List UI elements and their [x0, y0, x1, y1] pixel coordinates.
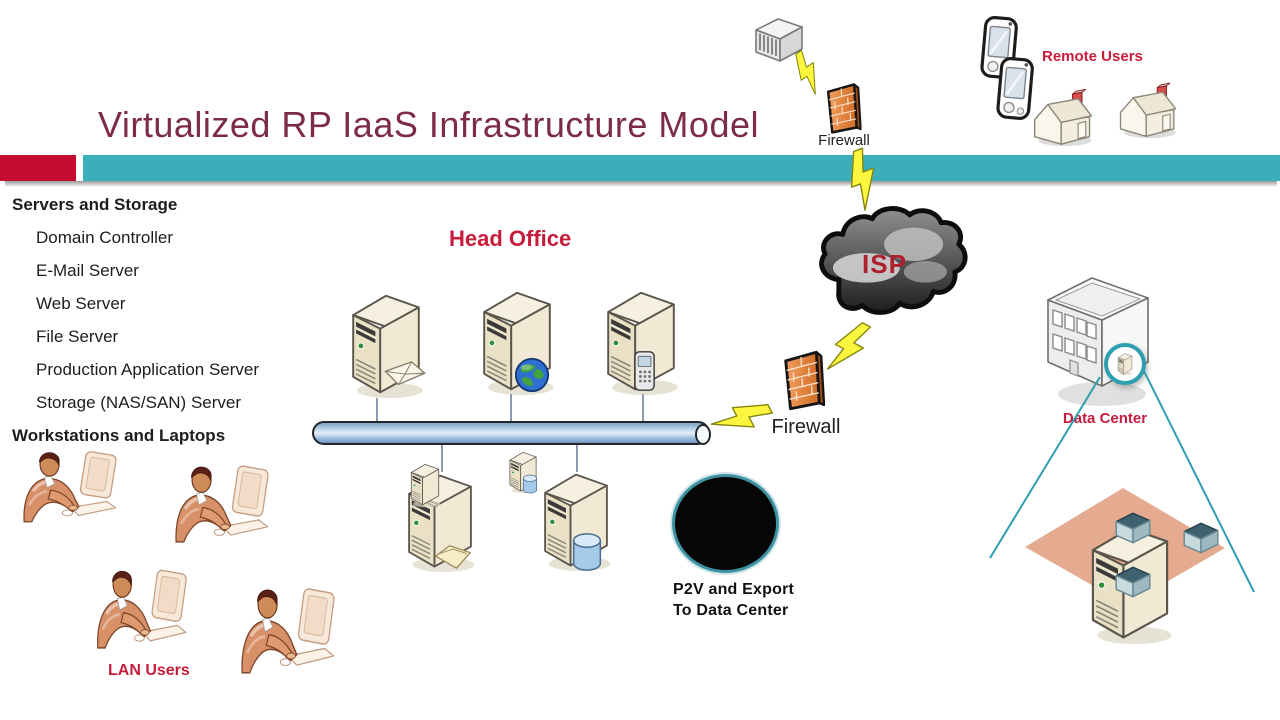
head-office-label: Head Office [449, 226, 572, 251]
band-red-block [0, 155, 76, 181]
data-center-server-node [1104, 343, 1146, 385]
p2v-note: P2V and Export To Data Center [673, 579, 794, 621]
list-item-domain-controller: Domain Controller [36, 228, 173, 247]
list-item-storage-server: Storage (NAS/SAN) Server [36, 393, 242, 412]
list-item-email-server: E-Mail Server [36, 261, 139, 280]
lightning-bolt-icon [820, 314, 876, 382]
slide-title: Virtualized RP IaaS Infrastructure Model [98, 104, 759, 145]
house-icon [1114, 72, 1184, 140]
lan-user-clipart [232, 580, 340, 675]
vm-box-icon [1180, 520, 1222, 556]
data-center-label: Data Center [1062, 410, 1148, 427]
connector-line [642, 394, 644, 424]
connector-line [441, 445, 443, 472]
lan-user-clipart [14, 444, 122, 524]
vm-box-icon [1112, 510, 1154, 546]
globe-icon [513, 356, 551, 394]
lan-users-label: LAN Users [108, 662, 190, 679]
p2v-note-line1: P2V and Export [673, 581, 795, 598]
lan-user-clipart [166, 458, 274, 544]
band-shadow [5, 181, 1277, 187]
servers-and-storage-heading: Servers and Storage [12, 195, 178, 214]
house-icon [1028, 78, 1100, 148]
cellphone-icon [633, 350, 657, 392]
connector-line [576, 445, 578, 472]
inventory-list: Servers and Storage Domain Controller E-… [12, 188, 312, 452]
firewall-mid-label: Firewall [771, 416, 841, 438]
lan-user-clipart [88, 562, 192, 650]
band-teal-bar [83, 155, 1280, 181]
remote-users-label: Remote Users [1042, 48, 1143, 65]
workstations-and-laptops-heading: Workstations and Laptops [12, 426, 226, 445]
small-server-icon [407, 462, 443, 508]
vm-box-icon [1112, 564, 1154, 600]
projection-cone-lines [989, 366, 1255, 593]
p2v-note-line2: To Data Center [673, 602, 789, 619]
list-item-web-server: Web Server [36, 294, 126, 313]
lan-bus-pipe [312, 421, 711, 445]
list-item-file-server: File Server [36, 327, 119, 346]
database-cylinder-icon [570, 532, 604, 572]
connector-line [510, 394, 512, 424]
firewall-mid-icon [779, 348, 825, 412]
list-item-production-app-server: Production Application Server [36, 360, 260, 379]
isp-label: ISP [862, 249, 907, 279]
envelope-icon [383, 360, 427, 392]
firewall-top-icon [822, 82, 862, 134]
firewall-top-label: Firewall [818, 132, 870, 149]
p2v-black-circle [672, 474, 779, 573]
folder-icon [434, 542, 472, 572]
connector-line [376, 398, 378, 424]
